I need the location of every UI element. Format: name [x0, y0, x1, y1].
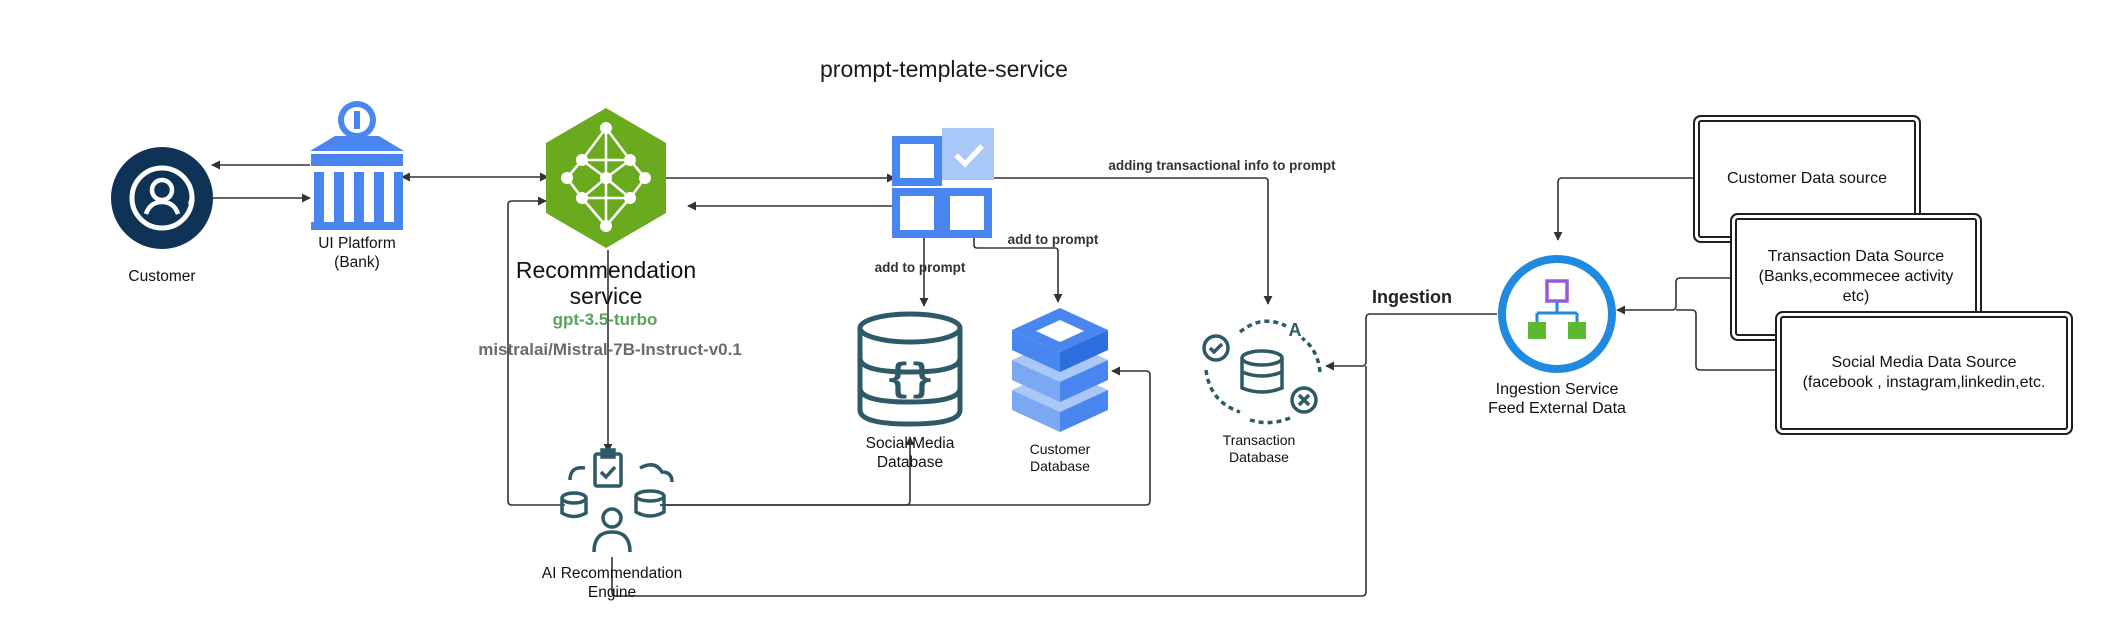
- edge-label-add-to-prompt-customer: add to prompt: [1007, 232, 1099, 247]
- transaction-source-line1: Transaction Data Source: [1767, 248, 1945, 265]
- edge-template-to-transaction-db: [988, 177, 1273, 305]
- edge-customer-source-to-ingestion: [1553, 177, 1696, 241]
- transaction-db-label: Transaction Database: [1204, 432, 1314, 466]
- customer-database-icon: [1012, 308, 1108, 432]
- ai-engine-label: AI Recommendation Engine: [522, 565, 702, 602]
- neural-network-icon: [546, 108, 666, 248]
- social-db-label-line2: Database: [876, 453, 944, 471]
- recommendation-service-label: Recommendation service: [496, 257, 716, 310]
- edge-engine-loop-ingestion: [611, 366, 1367, 597]
- edge-engine-to-customer-db: [660, 366, 1151, 506]
- edge-label-add-to-prompt-social: add to prompt: [874, 260, 966, 275]
- customer-icon: [111, 147, 213, 249]
- ai-engine-icon: [560, 448, 674, 553]
- prompt-template-icon: [892, 128, 994, 238]
- bank-icon: [310, 101, 404, 230]
- ingestion-service-icon: [1498, 255, 1616, 373]
- edge-social-source-to-ingestion: [1676, 309, 1778, 371]
- social-media-database-icon: {}: [857, 311, 963, 427]
- transaction-db-label-line2: Database: [1229, 448, 1289, 465]
- model-primary-label: gpt-3.5-turbo: [552, 310, 658, 329]
- edge-transaction-source-to-ingestion: [1616, 277, 1733, 315]
- social-source-line1: Social Media Data Source: [1831, 354, 2017, 371]
- customer-label: Customer: [128, 268, 196, 285]
- svg-text:A: A: [1289, 320, 1302, 340]
- ingestion-service-label: Ingestion Service Feed External Data: [1472, 380, 1642, 418]
- customer-db-label-line2: Database: [1030, 457, 1090, 474]
- edge-ingestion-to-transaction-db: [1325, 313, 1497, 371]
- ui-platform-label-line2: (Bank): [334, 253, 380, 271]
- ingestion-service-label-line1: Ingestion Service: [1495, 381, 1619, 398]
- customer-db-label-line1: Customer: [1029, 441, 1091, 457]
- recommendation-service-label-line2: service: [569, 283, 643, 310]
- edge-label-ingestion: Ingestion: [1372, 287, 1452, 307]
- recommendation-service-label-line1: Recommendation: [515, 257, 697, 283]
- social-db-label-line1: Social Media: [865, 435, 955, 452]
- diagram-title: prompt-template-service: [820, 56, 1068, 82]
- social-media-data-source-box: Social Media Data Source (facebook , ins…: [1780, 316, 2068, 430]
- transaction-source-line3: etc): [1842, 288, 1870, 305]
- ai-engine-label-line1: AI Recommendation: [541, 565, 683, 582]
- social-source-line2: (facebook , instagram,linkedin,etc.: [1802, 374, 2046, 391]
- customer-data-source-label: Customer Data source: [1726, 170, 1888, 187]
- connectors: [211, 160, 1778, 597]
- ui-platform-label-line1: UI Platform: [318, 235, 396, 252]
- model-secondary-label: mistralai/Mistral-7B-Instruct-v0.1: [478, 340, 742, 359]
- ai-engine-label-line2: Engine: [587, 583, 637, 601]
- social-db-label: Social Media Database: [852, 435, 968, 472]
- transaction-database-icon: A: [1202, 319, 1322, 425]
- edge-label-adding-transactional: adding transactional info to prompt: [1108, 158, 1336, 173]
- transaction-db-label-line1: Transaction: [1222, 432, 1296, 448]
- customer-db-label: Customer Database: [1010, 441, 1110, 475]
- transaction-source-line2: (Banks,ecommecee activity: [1758, 268, 1954, 285]
- ingestion-service-label-line2: Feed External Data: [1488, 400, 1626, 418]
- edge-template-to-customer-db: [973, 230, 1063, 303]
- ui-platform-label: UI Platform (Bank): [300, 235, 414, 272]
- edge-engine-to-recommendation: [507, 196, 565, 506]
- svg-text:{}: {}: [886, 356, 934, 402]
